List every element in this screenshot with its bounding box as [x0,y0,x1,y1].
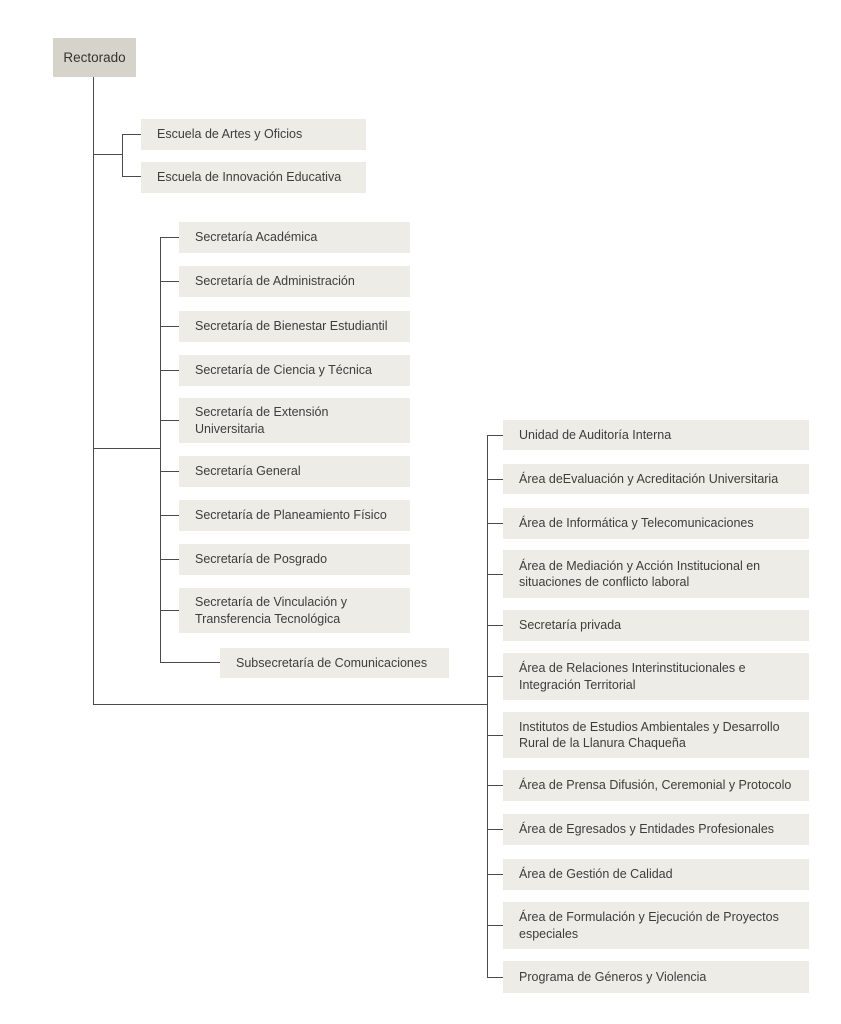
connector-escuelas-stub-1 [122,133,141,135]
node-area-egresados-entidades: Área de Egresados y Entidades Profesiona… [503,814,809,845]
connector-secretarias-stub-4 [159,369,179,371]
connector-areas-stub-5 [486,625,503,627]
connector-areas-stub-11 [486,925,503,927]
node-area-prensa-difusion: Área de Prensa Difusión, Ceremonial y Pr… [503,770,809,801]
connector-areas-stub-9 [486,829,503,831]
node-secretaria-planeamiento-fisico: Secretaría de Planeamiento Físico [179,499,410,531]
connector-areas-stub-1 [486,434,503,436]
connector-secretarias-stub-9 [159,610,179,612]
node-programa-generos-violencia: Programa de Géneros y Violencia [503,961,809,993]
connector-secretarias-branch [93,447,160,449]
connector-escuelas-stub-2 [122,176,141,178]
connector-areas-stub-10 [486,874,503,876]
node-subsecretaria-comunicaciones: Subsecretaría de Comunicaciones [220,648,449,678]
connector-secretarias-stub-7 [159,515,179,517]
connector-trunk [93,77,95,705]
node-secretaria-academica: Secretaría Académica [179,222,410,253]
connector-areas-stub-6 [486,676,503,678]
connector-areas-branch [93,704,488,706]
node-secretaria-administracion: Secretaría de Administración [179,266,410,297]
node-area-relaciones-interinstitucionales: Área de Relaciones Interinstitucionales … [503,653,809,700]
connector-areas-stub-2 [486,478,503,480]
connector-secretarias-stub-5 [159,420,179,422]
node-secretaria-privada: Secretaría privada [503,610,809,641]
connector-secretarias-stub-6 [159,471,179,473]
node-rectorado: Rectorado [53,38,136,77]
node-secretaria-extension-universitaria: Secretaría de Extensión Universitaria [179,398,410,443]
connector-secretarias-stub-8 [159,559,179,561]
node-escuela-innovacion-educativa: Escuela de Innovación Educativa [141,161,366,193]
node-secretaria-bienestar-estudiantil: Secretaría de Bienestar Estudiantil [179,310,410,342]
node-unidad-auditoria-interna: Unidad de Auditoría Interna [503,420,809,450]
node-secretaria-ciencia-tecnica: Secretaría de Ciencia y Técnica [179,354,410,386]
node-area-mediacion-accion-institucional: Área de Mediación y Acción Institucional… [503,550,809,598]
node-area-formulacion-ejecucion: Área de Formulación y Ejecución de Proye… [503,902,809,949]
connector-secretarias-stub-3 [159,325,179,327]
connector-secretarias-stub-2 [159,281,179,283]
connector-escuelas-bracket [122,133,124,177]
node-escuela-artes-oficios: Escuela de Artes y Oficios [141,119,366,150]
connector-subsecretaria-stub [159,662,221,664]
connector-secretarias-stub-1 [159,237,179,239]
connector-areas-stub-12 [486,976,503,978]
node-area-gestion-calidad: Área de Gestión de Calidad [503,859,809,890]
connector-areas-stub-4 [486,573,503,575]
connector-secretarias-bracket [159,237,161,663]
connector-areas-stub-3 [486,522,503,524]
node-secretaria-general: Secretaría General [179,455,410,487]
connector-areas-bracket [486,434,488,978]
node-secretaria-posgrado: Secretaría de Posgrado [179,543,410,575]
node-institutos-estudios-ambientales: Institutos de Estudios Ambientales y Des… [503,712,809,758]
node-area-evaluacion-acreditacion: Área deEvaluación y Acreditación Univers… [503,464,809,494]
connector-escuelas-branch [93,154,123,156]
connector-areas-stub-7 [486,734,503,736]
node-secretaria-vinculacion-transferencia: Secretaría de Vinculación y Transferenci… [179,588,410,633]
connector-areas-stub-8 [486,785,503,787]
node-area-informatica-telecomunicaciones: Área de Informática y Telecomunicaciones [503,507,809,539]
